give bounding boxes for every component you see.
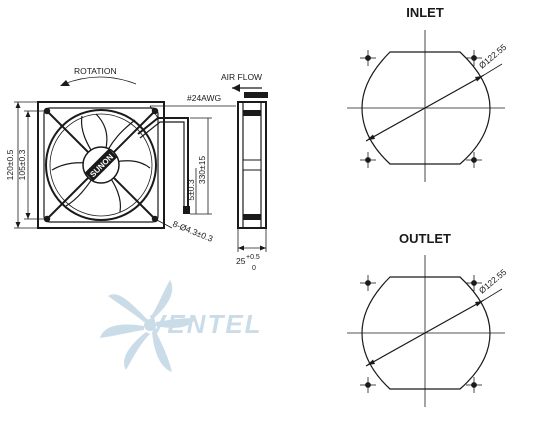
side-rib — [243, 110, 261, 116]
thickness-dim-arrows — [238, 245, 266, 251]
inlet-title: INLET — [406, 5, 444, 20]
mount-hole-mark — [466, 275, 482, 291]
airflow-arrow-bar — [244, 92, 268, 98]
lead-length-label: 330±15 — [197, 156, 207, 185]
thickness-upper: +0.5 — [246, 254, 260, 261]
strip-length-label: 5±0.3 — [186, 179, 196, 200]
fan-venturi-ring — [45, 109, 157, 221]
wire-leader — [149, 105, 159, 119]
fan-venturi-ring-inner — [49, 113, 153, 217]
mount-hole-mark — [466, 152, 482, 168]
outlet-title: OUTLET — [399, 231, 451, 246]
side-rib — [243, 214, 261, 220]
mounting-hole — [43, 107, 51, 115]
mounting-hole — [151, 107, 159, 115]
wire-strip-end — [183, 206, 190, 214]
inlet-diameter-arrow — [475, 76, 483, 82]
inlet-diameter-line — [365, 74, 485, 142]
inlet-diameter-arrow — [367, 134, 375, 140]
outlet-diameter-line — [365, 299, 485, 367]
rotation-arc — [63, 76, 137, 85]
outlet-view: OUTLET Ø122.55 — [347, 231, 508, 407]
inlet-holes — [360, 50, 482, 168]
thickness-lower: 0 — [252, 265, 256, 272]
rotation-arrow — [60, 80, 70, 86]
inlet-diameter-ext — [483, 63, 503, 76]
outlet-holes — [360, 275, 482, 393]
mounting-holes — [43, 107, 159, 223]
thickness-main: 25 — [236, 256, 246, 266]
side-frame — [237, 101, 267, 229]
mount-hole-mark — [466, 50, 482, 66]
hole-callout-label: 8-Ø4.3±0.3 — [171, 219, 214, 244]
watermark: VENTEL — [100, 280, 263, 372]
outlet-diameter-arrow — [367, 359, 375, 365]
side-hub — [242, 159, 262, 171]
airflow-label: AIR FLOW — [221, 72, 262, 82]
mount-hole-mark — [360, 50, 376, 66]
mounting-hole — [43, 215, 51, 223]
mount-hole-mark — [360, 377, 376, 393]
outlet-outline — [361, 276, 491, 390]
lead-wire — [137, 117, 189, 206]
watermark-text: VENTEL — [148, 309, 263, 339]
outlet-diameter-arrow — [475, 301, 483, 307]
inlet-view: INLET Ø122.55 — [347, 5, 508, 182]
wire-gauge-label: #24AWG — [187, 93, 221, 103]
mount-hole-mark — [360, 275, 376, 291]
fan-frame-outer — [37, 101, 165, 229]
inlet-outline — [361, 51, 491, 165]
outlet-diameter-ext — [483, 288, 503, 301]
fan-front-view: ROTATION SUNON — [5, 66, 236, 244]
inlet-diameter-label: Ø122.55 — [477, 42, 509, 71]
outlet-diameter-label: Ø122.55 — [477, 267, 509, 296]
fan-side-view: AIR FLOW 25 +0.5 0 — [221, 72, 268, 272]
mount-hole-mark — [360, 152, 376, 168]
lead-wire-second — [139, 121, 185, 206]
pitch-dim-label: 105±0.3 — [17, 149, 27, 180]
airflow-arrow-head — [232, 84, 240, 92]
hole-callout-leader — [154, 218, 173, 229]
watermark-fan-icon — [100, 280, 196, 372]
rotation-label: ROTATION — [74, 66, 117, 76]
mount-hole-mark — [466, 377, 482, 393]
fan-frame-inner — [43, 107, 159, 223]
outer-dim-label: 120±0.5 — [5, 149, 15, 180]
